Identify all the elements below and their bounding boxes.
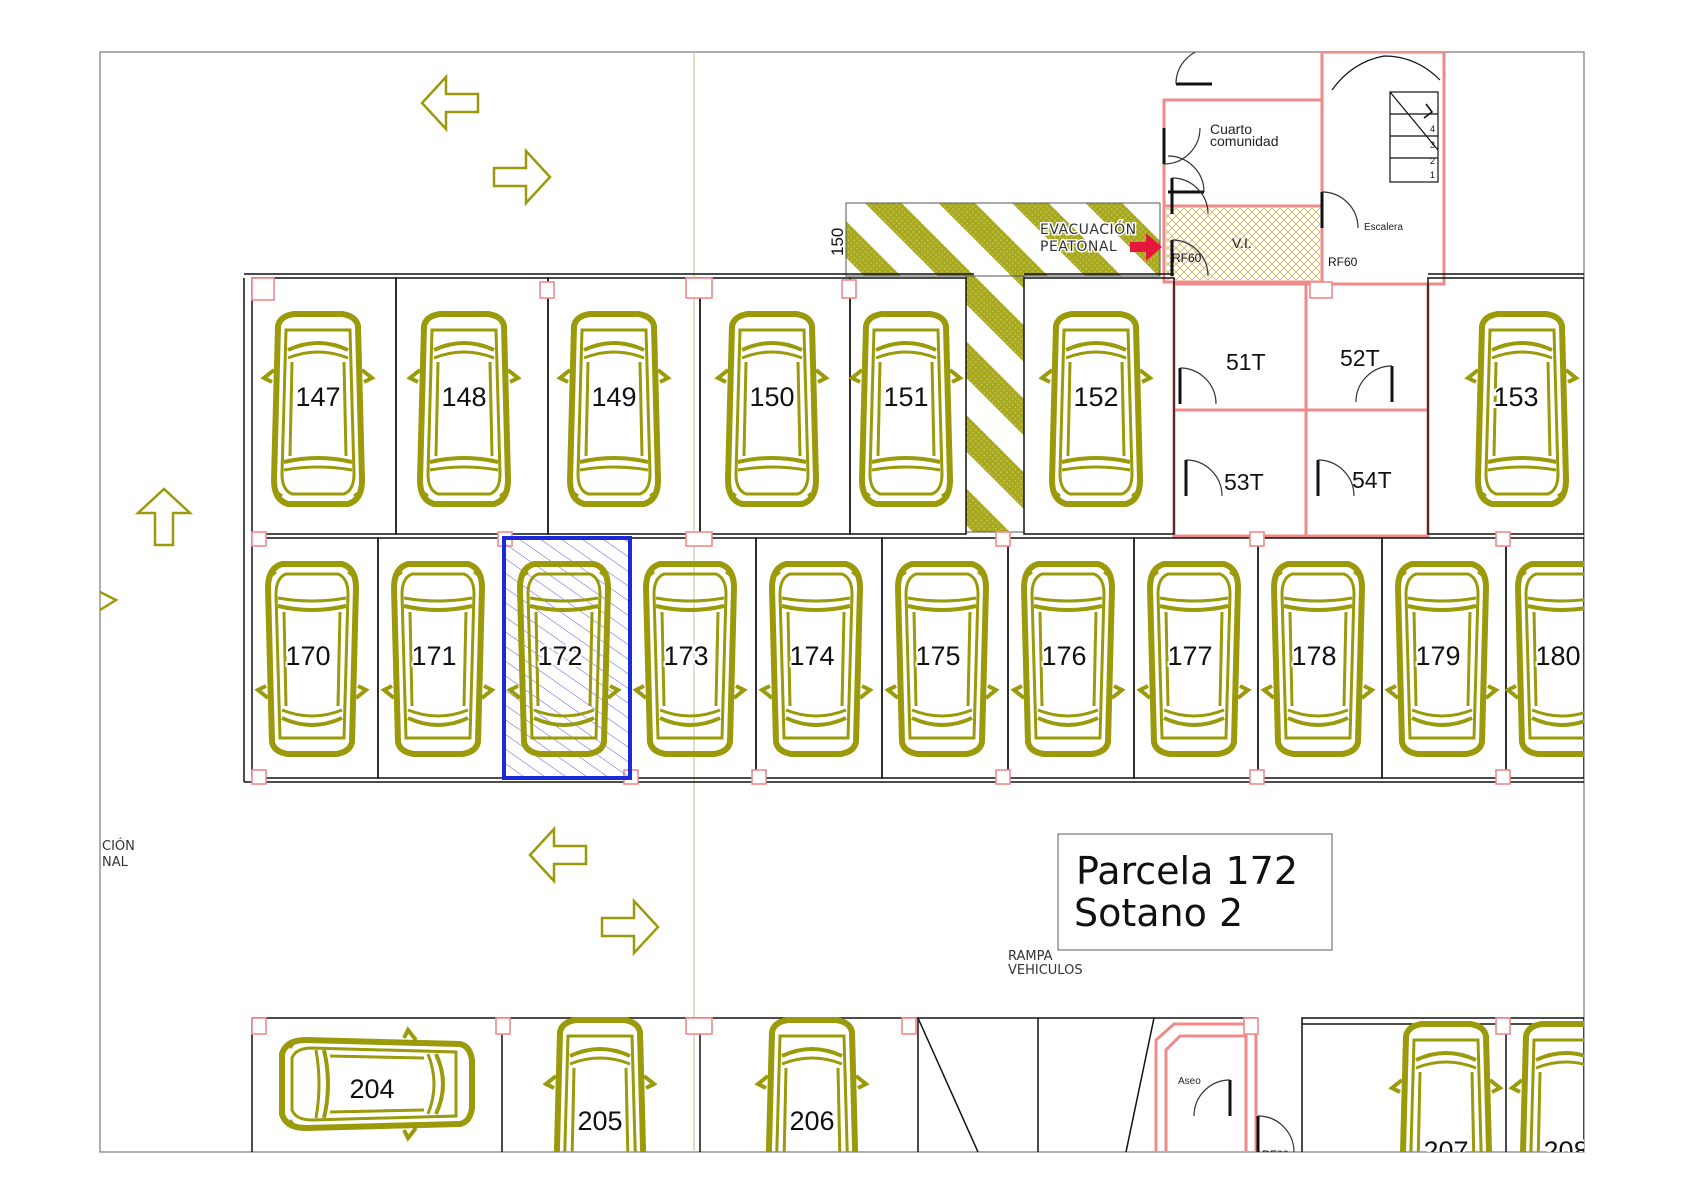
space-number-204: 204	[349, 1074, 394, 1104]
title-box: Parcela 172 Sotano 2	[1057, 833, 1333, 951]
space-number-175: 175	[915, 641, 960, 671]
ramp-label-line1: RAMPA	[1008, 949, 1053, 964]
space-number-172: 172	[537, 641, 582, 671]
space-number-177: 177	[1167, 641, 1212, 671]
car-icon	[1512, 1024, 1620, 1190]
evacuation-label-line1: EVACUACIÓN	[1040, 220, 1137, 238]
space-number-208: 208	[1543, 1136, 1588, 1166]
space-number-180: 180	[1535, 641, 1580, 671]
space-number-205: 205	[577, 1106, 622, 1136]
fire-door-label-3: RF60	[1262, 1149, 1289, 1161]
space-numbers: 147 148 149 150 151 152 153 170 171 172 173 174 175 1…	[283, 380, 1588, 1166]
left-cut-label-line1: CIÓN	[102, 838, 135, 854]
community-room-label-line2: comunidad	[1210, 133, 1279, 149]
cars-layer	[258, 314, 1620, 1190]
storage-52T: 52T	[1340, 345, 1380, 371]
space-number-150: 150	[749, 382, 794, 412]
stair-step-2: 2	[1430, 156, 1435, 166]
stairs-icon	[1331, 55, 1441, 183]
space-number-173: 173	[663, 641, 708, 671]
stair-step-1: 1	[1430, 170, 1435, 180]
width-dimension: 150	[828, 228, 847, 256]
space-number-179: 179	[1415, 641, 1460, 671]
space-number-207: 207	[1423, 1136, 1468, 1166]
toilet-room	[1154, 1022, 1258, 1152]
title-line2: Sotano 2	[1074, 891, 1243, 935]
space-number-176: 176	[1041, 641, 1086, 671]
stair-step-3: 3	[1430, 140, 1435, 150]
space-number-174: 174	[789, 641, 834, 671]
evacuation-label-line2: PEATONAL	[1040, 239, 1117, 255]
fire-door-label-1: RF60	[1172, 251, 1202, 265]
traffic-arrows	[100, 75, 660, 955]
car-icon	[1392, 1024, 1500, 1190]
toilet-label: Aseo	[1178, 1076, 1201, 1087]
community-room-label-line1: Cuarto	[1210, 121, 1252, 137]
space-number-149: 149	[591, 382, 636, 412]
evacuation-arrow-icon	[1130, 233, 1162, 261]
row1-bays	[243, 273, 1584, 782]
space-number-153: 153	[1493, 382, 1538, 412]
space-number-178: 178	[1291, 641, 1336, 671]
stair-step-4: 4	[1430, 124, 1435, 134]
left-cut-label-line2: NAL	[102, 855, 129, 870]
stairs-label: Escalera	[1364, 222, 1403, 233]
space-number-152: 152	[1073, 382, 1118, 412]
fire-door-label-2: RF60	[1328, 255, 1358, 269]
fire-door-bottom	[1256, 1114, 1296, 1152]
space-number-170: 170	[285, 641, 330, 671]
evacuation-path-hatch	[845, 202, 1161, 533]
row3-bays	[251, 1017, 1584, 1152]
car-icon	[546, 1020, 654, 1190]
title-line1: Parcela 172	[1076, 849, 1298, 893]
vi-room-label: V.I.	[1232, 235, 1252, 251]
space-number-206: 206	[789, 1106, 834, 1136]
storage-51T: 51T	[1226, 349, 1266, 375]
space-number-151: 151	[883, 382, 928, 412]
space-number-148: 148	[441, 382, 486, 412]
vi-room-hatch	[1166, 208, 1320, 280]
storage-54T: 54T	[1352, 467, 1392, 493]
space-number-147: 147	[295, 382, 340, 412]
car-icon	[758, 1020, 866, 1190]
space-number-171: 171	[411, 641, 456, 671]
ramp-label-line2: VEHICULOS	[1008, 963, 1083, 978]
service-core	[1162, 52, 1446, 538]
storage-53T: 53T	[1224, 469, 1264, 495]
